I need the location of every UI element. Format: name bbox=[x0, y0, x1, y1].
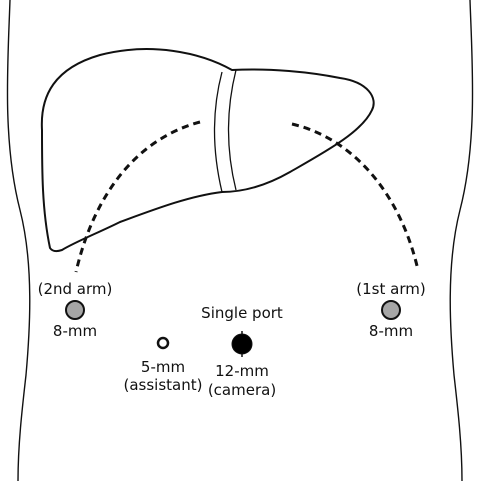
first-arm-label: (1st arm) bbox=[356, 280, 426, 298]
falciform-ligament bbox=[213, 71, 223, 193]
assistant-role-label: (assistant) bbox=[123, 376, 203, 394]
single-port-label: Single port bbox=[201, 304, 283, 322]
torso-right-outline bbox=[449, 0, 474, 481]
falciform-ligament-inner bbox=[227, 69, 237, 191]
camera-size-label: 12-mm bbox=[215, 362, 269, 380]
first-arm-port-marker bbox=[381, 300, 401, 320]
camera-role-label: (camera) bbox=[207, 381, 277, 399]
first-arm-reach-arc bbox=[291, 122, 420, 271]
first-arm-size-label: 8-mm bbox=[368, 322, 414, 340]
second-arm-port-marker bbox=[65, 300, 85, 320]
second-arm-label: (2nd arm) bbox=[37, 280, 113, 298]
assistant-size-label: 5-mm bbox=[140, 358, 186, 376]
torso-left-outline bbox=[6, 0, 31, 481]
liver-outline bbox=[40, 48, 375, 253]
second-arm-size-label: 8-mm bbox=[52, 322, 98, 340]
assistant-port-marker bbox=[156, 336, 170, 350]
camera-port-marker bbox=[231, 333, 253, 355]
